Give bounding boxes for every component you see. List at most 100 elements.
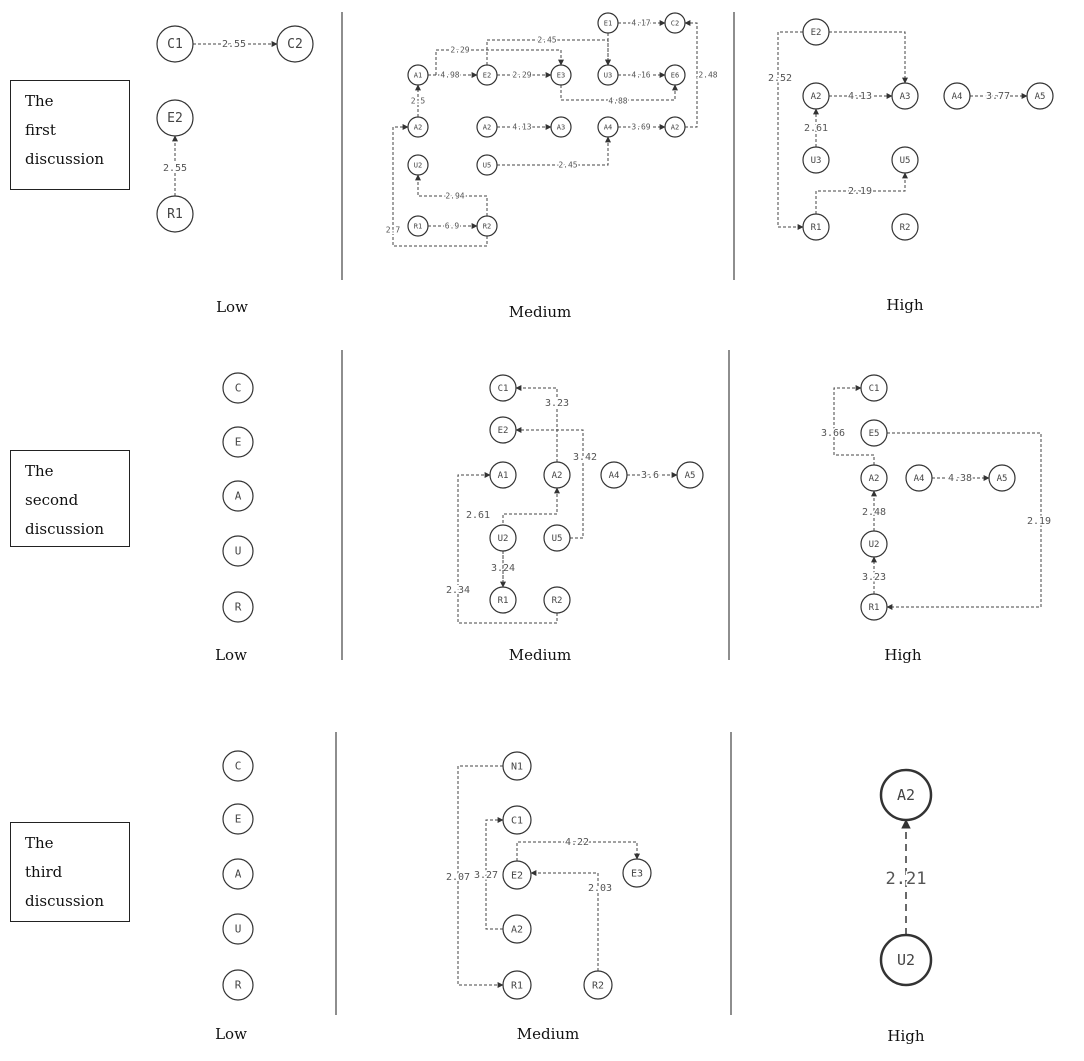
level-label: High [884, 646, 922, 664]
node-label: U2 [869, 540, 880, 550]
node-label: R1 [414, 223, 422, 231]
level-label: High [886, 296, 924, 314]
node-label: U5 [552, 534, 563, 544]
node-a5: A5 [988, 464, 1016, 492]
edge-label: 2.94 [445, 192, 464, 201]
node-r: R [222, 591, 254, 623]
node-label: E2 [811, 28, 822, 38]
edge-label: 2.45 [537, 36, 556, 45]
node-a: A [222, 858, 254, 890]
node-circle [860, 530, 888, 558]
node-label: A5 [685, 471, 696, 481]
edge-label: 3.42 [573, 452, 597, 463]
node-circle [222, 426, 254, 458]
node-label: A4 [609, 471, 620, 481]
edge-label: 2.52 [768, 73, 792, 84]
edge-connector [415, 174, 488, 216]
node-e: E [222, 803, 254, 835]
node-label: A2 [483, 124, 491, 132]
node-circle [476, 64, 498, 86]
node-label: U5 [483, 162, 491, 170]
node-label: U [235, 923, 242, 936]
edge-label: 4.38 [948, 473, 972, 484]
edge-label: 3.27 [474, 870, 498, 881]
node-label: A2 [671, 124, 679, 132]
node-label: A3 [900, 92, 911, 102]
node-label: A2 [414, 124, 422, 132]
node-circle [600, 461, 628, 489]
node-label: E3 [631, 869, 643, 880]
node-a2: A2 [407, 116, 429, 138]
discussion-label-line: discussion [25, 520, 105, 538]
edge-label: 4.22 [565, 837, 589, 848]
node-circle [622, 858, 652, 888]
node-label: A4 [914, 474, 925, 484]
node-circle [891, 82, 919, 110]
node-circle [156, 99, 194, 137]
node-circle [988, 464, 1016, 492]
node-circle [583, 970, 613, 1000]
node-a5: A5 [1026, 82, 1054, 110]
node-a2: A2 [802, 82, 830, 110]
node-circle [407, 154, 429, 176]
node-label: E [235, 436, 242, 449]
edge-label: 2.19 [848, 186, 872, 197]
edge-label: 4.98 [440, 71, 459, 80]
node-u2: U2 [879, 933, 933, 987]
node-label: A5 [1035, 92, 1046, 102]
edge-connector [497, 136, 611, 166]
node-circle [502, 751, 532, 781]
edge-label: 2.48 [862, 507, 886, 518]
edge-label: 4.88 [608, 97, 627, 106]
node-circle [502, 805, 532, 835]
node-label: A [235, 868, 242, 881]
node-circle [597, 12, 619, 34]
node-e5: E5 [860, 419, 888, 447]
node-circle [543, 524, 571, 552]
node-circle [891, 146, 919, 174]
node-label: C1 [167, 37, 183, 52]
edge-connector [457, 765, 504, 988]
node-label: U3 [811, 156, 822, 166]
node-circle [489, 586, 517, 614]
edge-label: 3.23 [545, 398, 569, 409]
node-label: A1 [414, 72, 422, 80]
node-circle [489, 461, 517, 489]
node-label: C [235, 760, 242, 773]
node-e2: E2 [489, 416, 517, 444]
node-circle [222, 913, 254, 945]
node-r2: R2 [543, 586, 571, 614]
node-e2: E2 [802, 18, 830, 46]
node-label: R2 [552, 596, 563, 606]
level-label: High [887, 1027, 925, 1045]
node-circle [489, 374, 517, 402]
node-a3: A3 [891, 82, 919, 110]
node-a2b: A2 [476, 116, 498, 138]
edge-label: 2.45 [558, 161, 577, 170]
edge-connector [516, 841, 640, 861]
edge-connector [530, 870, 599, 971]
edge-connector [486, 39, 611, 66]
node-r2: R2 [583, 970, 613, 1000]
edge-label: 2.21 [886, 869, 927, 889]
node-a3: A3 [550, 116, 572, 138]
node-circle [502, 860, 532, 890]
node-e3: E3 [622, 858, 652, 888]
node-u2: U2 [489, 524, 517, 552]
node-u2: U2 [407, 154, 429, 176]
edge-label: 3.6 [641, 470, 659, 481]
node-c1: C1 [860, 374, 888, 402]
node-u3: U3 [802, 146, 830, 174]
edge-connector [815, 172, 908, 214]
node-c1: C1 [502, 805, 532, 835]
edge-connector [829, 31, 908, 84]
node-label: A1 [498, 471, 509, 481]
node-label: U2 [414, 162, 422, 170]
node-label: R [235, 601, 242, 614]
node-a: A [222, 480, 254, 512]
node-label: A4 [952, 92, 963, 102]
